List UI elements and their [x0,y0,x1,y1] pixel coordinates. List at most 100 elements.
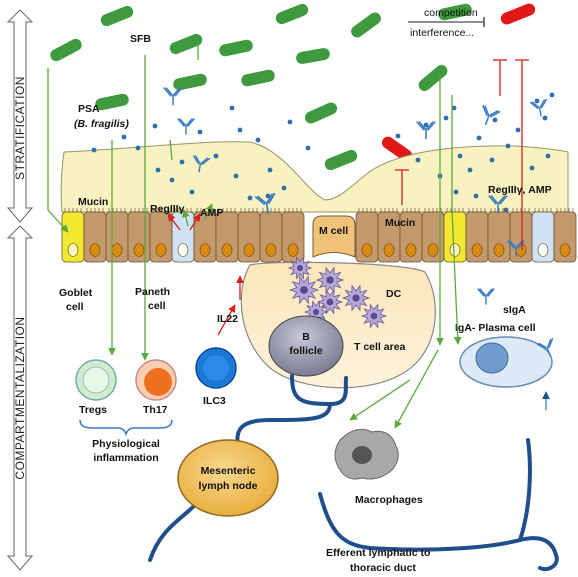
commensal-bacterium [275,3,309,25]
cell-nucleus [405,243,417,257]
dendritic-cell [287,256,313,280]
cell-nucleus [111,243,123,257]
antimicrobial-dot [189,189,195,195]
antimicrobial-dot [155,167,161,173]
commensal-bacterium [438,3,472,21]
commensal-bacteria [50,3,472,171]
antimicrobial-dot [457,153,463,159]
cell-nucleus [383,243,395,257]
cell-nucleus [265,243,277,257]
cell-nucleus [287,243,299,257]
antimicrobial-dot [467,167,473,173]
iga-antibodies [163,87,554,357]
cell-nucleus [559,243,571,257]
dendritic-cell [360,303,388,329]
sfb-label: SFB [130,33,151,45]
antimicrobial-dot [247,195,253,201]
antibody-arms [177,118,195,135]
paneth-label-1: Paneth [135,286,170,298]
inflammation-bracket [79,419,173,437]
commensal-bacterium [418,64,448,92]
siga-label: sIgA [503,304,526,316]
iga-antibody [163,87,183,106]
goblet-label-2: cell [66,301,84,313]
dendritic-cell [316,289,344,315]
antimicrobial-dot [395,133,401,139]
th17-cell: Th17 [135,359,177,416]
macrophage: Macrophages [334,428,423,506]
antimicrobial-dot [135,145,141,151]
paneth-label-2: cell [148,300,166,312]
dc-nucleus [352,294,360,302]
iga-antibody [192,155,211,173]
th17-label: Th17 [143,404,168,416]
dendritic-cell [341,284,371,312]
m-cell: M cell [312,215,356,258]
antimicrobial-dot [451,105,457,111]
pathogen-bacterium [381,136,413,162]
iga-antibody [507,240,525,257]
antimicrobial-dot [549,92,555,98]
compartmentalization-label: COMPARTMENTALIZATION [13,316,27,479]
amp-left-label: AMP [200,207,223,219]
antibody-arms [254,192,276,214]
psa-label: PSA [78,103,100,115]
cell-nucleus [133,243,145,257]
antibody-arms [529,99,548,117]
iga-antibody [536,338,554,357]
antimicrobial-dot [443,115,449,121]
antimicrobial-dot [473,193,479,199]
antimicrobial-dot [515,127,521,133]
iga-plasma-label: IgA- Plasma cell [455,322,536,334]
iga-antibody [416,121,436,140]
cell-nucleus [361,243,373,257]
pathogen-bacterium [500,3,536,25]
iga-antibody [177,118,195,135]
antimicrobial-dot [265,193,271,199]
m-cell-label: M cell [319,225,348,237]
cell-nucleus [427,243,439,257]
commensal-bacterium [169,33,203,55]
antibody-arms [482,104,501,125]
t-cell-area-label: T cell area [354,341,406,353]
mucin-right-label: Mucin [385,217,415,229]
dc-nucleus [370,312,378,320]
cell-nucleus [177,243,189,257]
antibody-arms [477,288,495,305]
antimicrobial-dot [197,129,203,135]
lymphatic-vessels [148,374,559,572]
commensal-bacterium [296,48,330,64]
iga-antibody [482,104,501,125]
antimicrobial-dot [453,189,459,195]
compartmentalization-arrow: COMPARTMENTALIZATION [6,225,34,571]
commensal-bacterium [304,102,338,124]
commensal-bacterium [173,73,207,91]
antibody-arms [488,195,508,214]
antibody-arms [536,338,554,357]
antimicrobial-dot [476,135,482,141]
tregs-label: Tregs [79,404,107,416]
dc-nucleus [326,298,334,306]
cell-nucleus [199,243,211,257]
efferent-label-2: thoracic duct [350,562,416,574]
b-follicle: B follicle [268,315,344,377]
regiii-amp-right-label: RegIIIγ, AMP [488,184,552,196]
dc-nucleus [300,286,308,294]
physio-label-1: Physiological [92,438,160,450]
iga-antibody [529,99,548,117]
tregs-cell: Tregs [75,359,117,416]
antimicrobial-dots [91,92,555,233]
cell-nucleus [449,243,461,257]
antimicrobial-dot [489,157,495,163]
commensal-bacterium [219,39,253,57]
antimicrobial-dot [152,123,158,129]
physio-label-2: inflammation [93,452,158,464]
dc-label: DC [386,288,402,300]
cell-nucleus [471,243,483,257]
stratification-arrow: STRATIFICATION [6,9,34,223]
antibody-arms [163,87,183,106]
dc-nucleus [296,264,304,272]
commensal-bacterium [241,69,275,87]
antibody-arms [416,121,436,140]
iga-plasma-cell: IgA- Plasma cell sIgA [455,304,553,388]
